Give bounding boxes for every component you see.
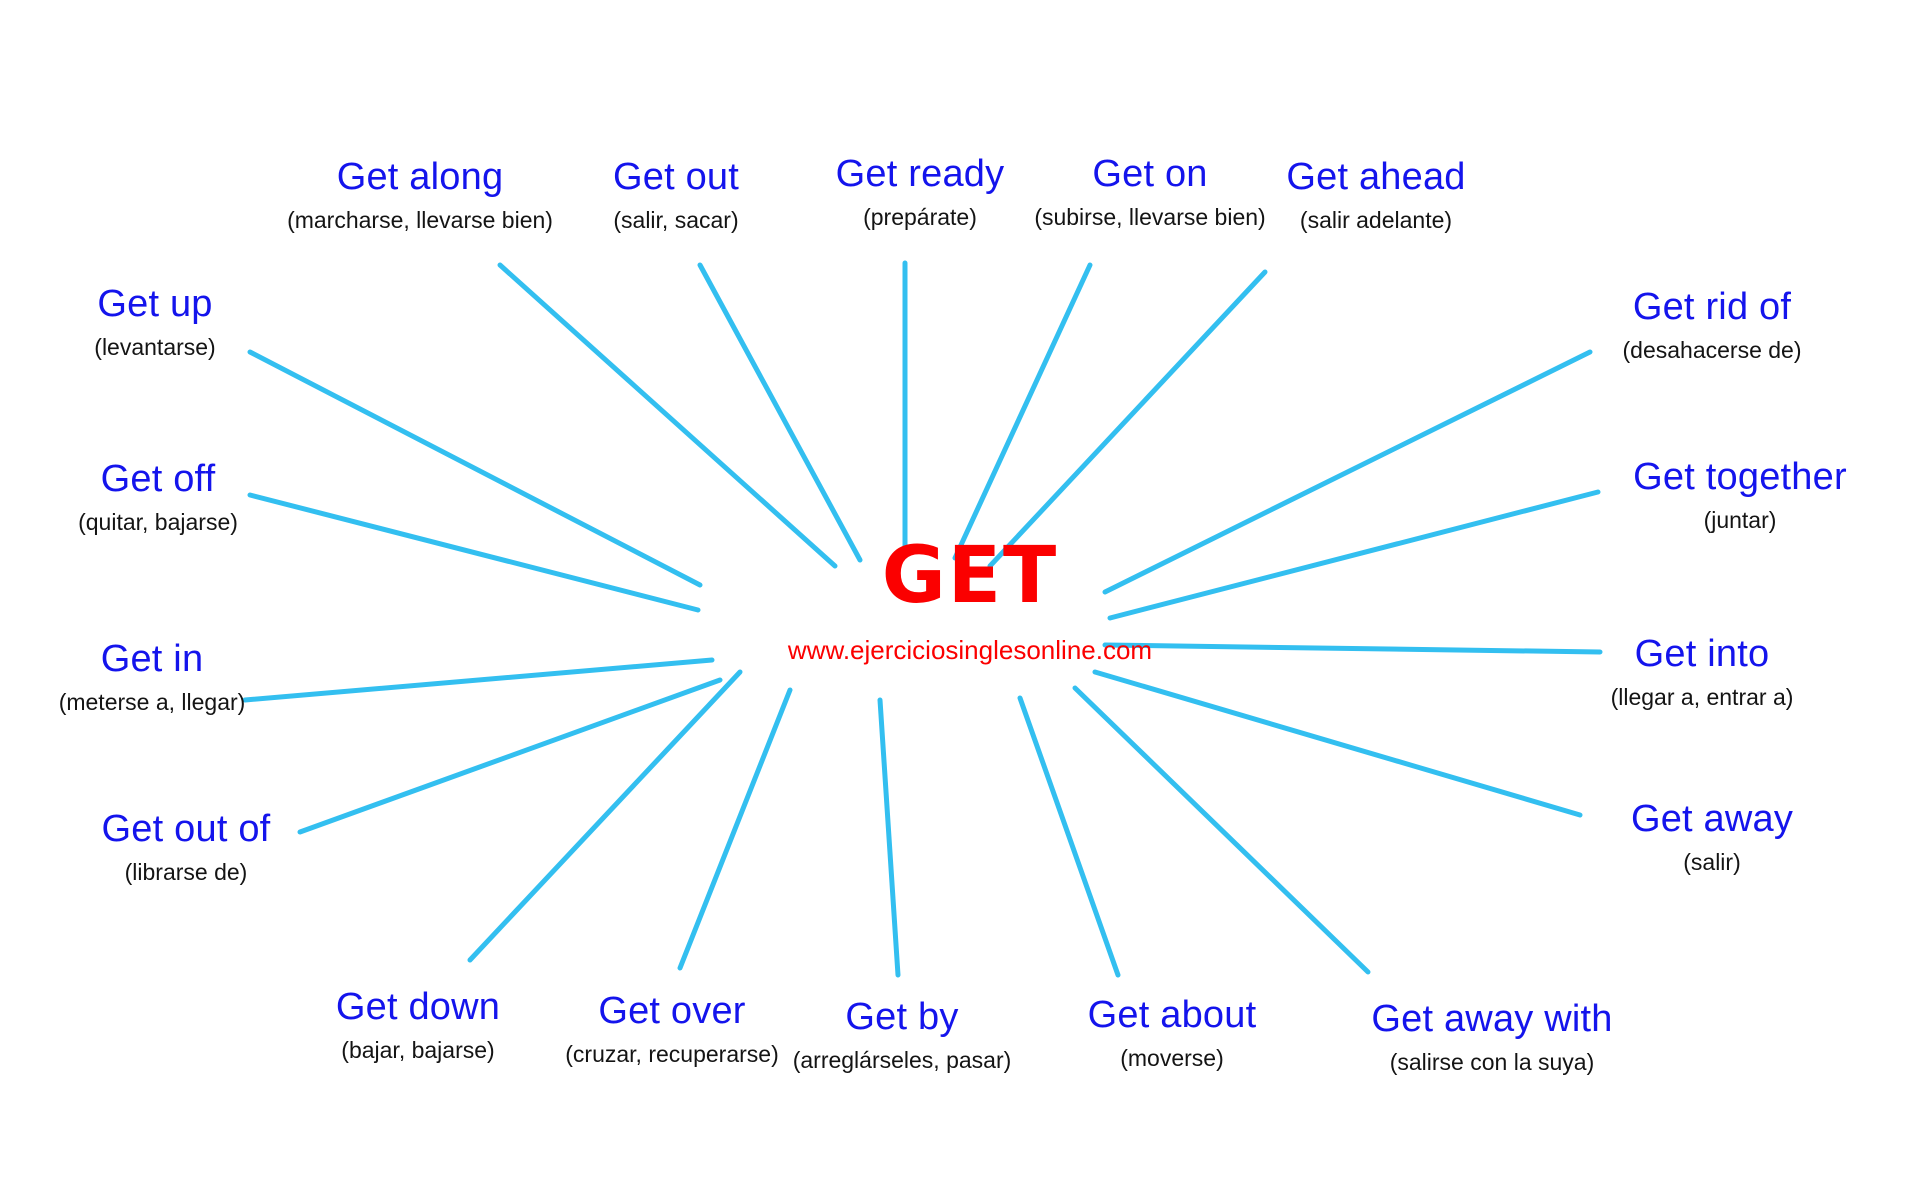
node-get-ahead[interactable]: Get ahead (salir adelante) xyxy=(1286,158,1465,232)
node-get-together[interactable]: Get together (juntar) xyxy=(1633,458,1847,532)
gloss-get-ahead: (salir adelante) xyxy=(1299,207,1453,233)
term-get-ahead: Get ahead xyxy=(1286,156,1466,198)
ray-get-out-of xyxy=(297,677,723,835)
gloss-get-about: (moverse) xyxy=(1120,1045,1224,1071)
node-get-off[interactable]: Get off (quitar, bajarse) xyxy=(78,460,238,534)
gloss-get-down: (bajar, bajarse) xyxy=(341,1037,495,1063)
term-get-rid-of: Get rid of xyxy=(1632,286,1792,328)
center-url: www.ejerciciosinglesonline.com xyxy=(787,635,1153,665)
center-hub: GET www.ejerciciosinglesonline.com xyxy=(788,537,1152,663)
term-get-over: Get over xyxy=(598,990,746,1032)
ray-get-by xyxy=(877,697,901,978)
gloss-get-away: (salir) xyxy=(1683,849,1741,875)
term-get-down: Get down xyxy=(335,986,501,1028)
term-get-up: Get up xyxy=(97,283,213,325)
node-get-down[interactable]: Get down (bajar, bajarse) xyxy=(336,988,500,1062)
node-get-into[interactable]: Get into (llegar a, entrar a) xyxy=(1611,635,1794,709)
ray-get-away-with xyxy=(1072,685,1371,975)
term-get-by: Get by xyxy=(845,996,959,1038)
node-get-along[interactable]: Get along (marcharse, llevarse bien) xyxy=(287,158,553,232)
node-get-ready[interactable]: Get ready (prepárate) xyxy=(836,155,1005,229)
node-get-about[interactable]: Get about (moverse) xyxy=(1088,996,1257,1070)
node-get-up[interactable]: Get up (levantarse) xyxy=(94,285,215,359)
term-get-in: Get in xyxy=(100,638,204,680)
node-get-by[interactable]: Get by (arreglárseles, pasar) xyxy=(793,998,1012,1072)
ray-get-over xyxy=(677,687,793,971)
gloss-get-ready: (prepárate) xyxy=(863,204,977,230)
node-get-rid-of[interactable]: Get rid of (desahacerse de) xyxy=(1623,288,1802,362)
ray-get-about xyxy=(1017,695,1121,978)
node-get-in[interactable]: Get in (meterse a, llegar) xyxy=(59,640,246,714)
term-get-ready: Get ready xyxy=(835,153,1005,195)
gloss-get-in: (meterse a, llegar) xyxy=(58,689,246,715)
center-word: GET xyxy=(881,531,1059,621)
ray-get-rid-of xyxy=(1102,349,1593,595)
ray-get-out xyxy=(697,262,863,563)
ray-get-away xyxy=(1092,669,1583,818)
term-get-together: Get together xyxy=(1633,456,1847,498)
gloss-get-out-of: (librarse de) xyxy=(124,859,248,885)
term-get-along: Get along xyxy=(336,156,504,198)
ray-get-along xyxy=(497,262,838,569)
term-get-about: Get about xyxy=(1087,994,1257,1036)
gloss-get-together: (juntar) xyxy=(1703,507,1777,533)
ray-get-into xyxy=(1102,642,1603,655)
ray-get-in xyxy=(242,657,715,703)
node-get-out[interactable]: Get out (salir, sacar) xyxy=(613,158,739,232)
node-get-away[interactable]: Get away (salir) xyxy=(1631,800,1793,874)
node-get-out-of[interactable]: Get out of (librarse de) xyxy=(102,810,271,884)
gloss-get-into: (llegar a, entrar a) xyxy=(1610,684,1794,710)
gloss-get-up: (levantarse) xyxy=(94,334,216,360)
term-get-away-with: Get away with xyxy=(1371,998,1613,1040)
gloss-get-over: (cruzar, recuperarse) xyxy=(565,1041,779,1067)
term-get-off: Get off xyxy=(100,458,216,500)
ray-get-ahead xyxy=(987,269,1268,569)
gloss-get-rid-of: (desahacerse de) xyxy=(1622,337,1802,363)
ray-get-on xyxy=(952,262,1093,561)
gloss-get-along: (marcharse, llevarse bien) xyxy=(287,207,553,233)
gloss-get-by: (arreglárseles, pasar) xyxy=(792,1047,1012,1073)
ray-get-off xyxy=(247,492,701,613)
gloss-get-on: (subirse, llevarse bien) xyxy=(1034,204,1266,230)
node-get-on[interactable]: Get on (subirse, llevarse bien) xyxy=(1034,155,1265,229)
ray-get-up xyxy=(247,349,703,588)
ray-get-down xyxy=(467,669,743,963)
ray-get-together xyxy=(1107,489,1601,621)
gloss-get-out: (salir, sacar) xyxy=(613,207,739,233)
term-get-on: Get on xyxy=(1092,153,1208,195)
term-get-into: Get into xyxy=(1634,633,1770,675)
term-get-out: Get out xyxy=(612,156,740,198)
term-get-out-of: Get out of xyxy=(101,808,271,850)
node-get-away-with[interactable]: Get away with (salirse con la suya) xyxy=(1371,1000,1612,1074)
node-get-over[interactable]: Get over (cruzar, recuperarse) xyxy=(565,992,778,1066)
term-get-away: Get away xyxy=(1630,798,1794,840)
gloss-get-away-with: (salirse con la suya) xyxy=(1389,1049,1595,1075)
gloss-get-off: (quitar, bajarse) xyxy=(78,509,238,535)
